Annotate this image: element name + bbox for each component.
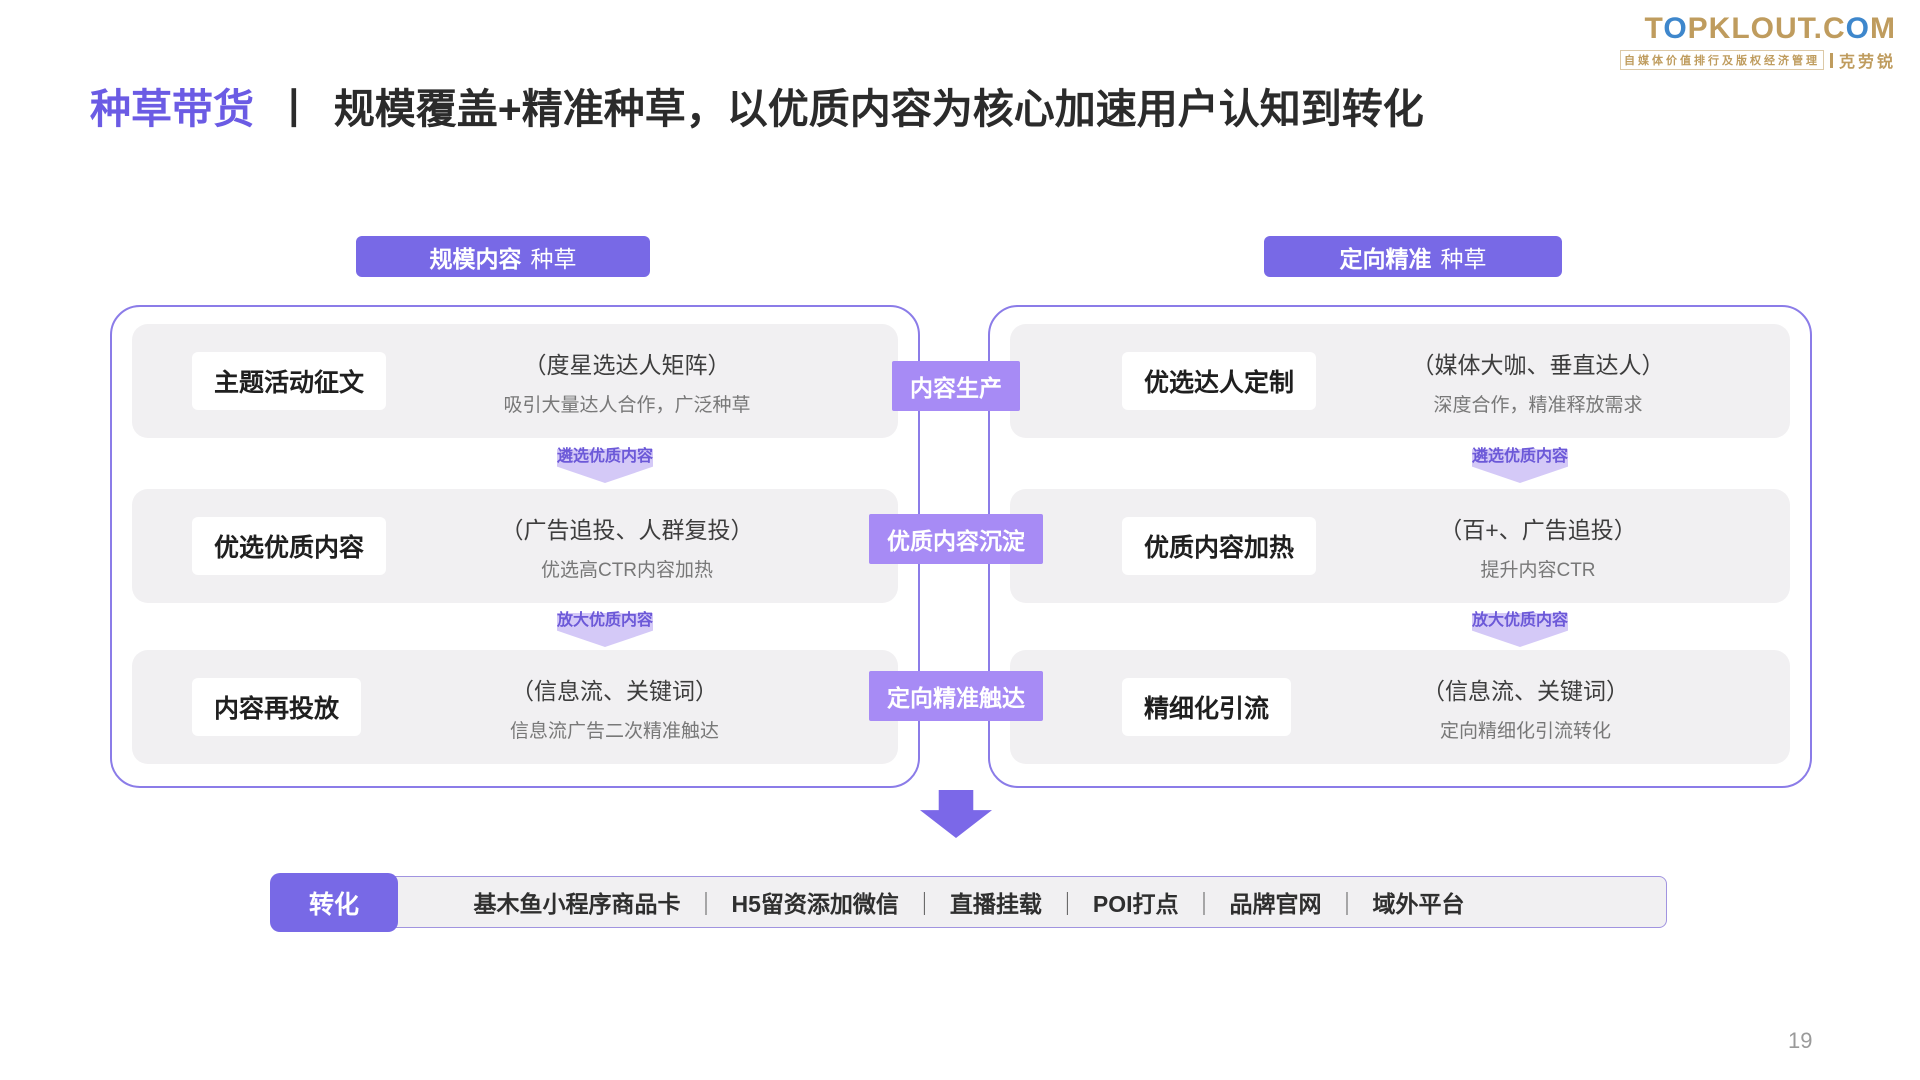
row-desc-line1: （信息流、关键词） — [1422, 677, 1629, 704]
conversion-item: 直播挂载 — [949, 891, 1042, 917]
row-label: 精细化引流 — [1122, 678, 1292, 736]
row-desc-line2: 优选高CTR内容加热 — [540, 559, 714, 581]
row-label: 优质内容加热 — [1122, 517, 1317, 575]
topklout-logo: TOPKLOUT.COM 自媒体价值排行及版权经济管理 克劳锐 — [1619, 12, 1896, 72]
page-title: 种草带货 丨 规模覆盖+精准种草，以优质内容为核心加速用户认知到转化 — [90, 75, 1424, 135]
conversion-items: 基木鱼小程序商品卡 ｜ H5留资添加微信 ｜ 直播挂载 ｜ POI打点 ｜ 品牌官网 ｜ 域外平台 — [473, 885, 1464, 919]
right-row-1: 优选达人定制 （媒体大咖、垂直达人） 深度合作，精准释放需求 — [1010, 324, 1790, 438]
logo-blue-o: O — [1845, 12, 1870, 45]
left-row-1: 主题活动征文 （度星选达人矩阵） 吸引大量达人合作，广泛种草 — [132, 324, 898, 438]
conversion-item: H5留资添加微信 — [731, 891, 899, 917]
item-separator: ｜ — [1335, 891, 1359, 917]
right-row-2: 优质内容加热 （百+、广告追投） 提升内容CTR — [1010, 489, 1790, 603]
right-row-3: 精细化引流 （信息流、关键词） 定向精细化引流转化 — [1010, 650, 1790, 764]
badge-light-text: 种草 — [530, 245, 577, 272]
row-description: （度星选达人矩阵） 吸引大量达人合作，广泛种草 — [386, 346, 898, 417]
row-desc-line2: 吸引大量达人合作，广泛种草 — [503, 394, 751, 416]
row-description: （百+、广告追投） 提升内容CTR — [1316, 511, 1790, 582]
right-flow-container: 优选达人定制 （媒体大咖、垂直达人） 深度合作，精准释放需求 优质内容加热 （百… — [988, 305, 1812, 788]
row-label: 优选达人定制 — [1122, 352, 1317, 410]
row-desc-line2: 信息流广告二次精准触达 — [510, 720, 720, 742]
left-row-3: 内容再投放 （信息流、关键词） 信息流广告二次精准触达 — [132, 650, 898, 764]
step-arrow-text: 遴选优质内容 — [1471, 448, 1568, 465]
logo-divider — [1829, 52, 1833, 68]
page-number: 19 — [1788, 1028, 1813, 1053]
badge-bold-text: 规模内容 — [429, 245, 522, 272]
flow-label-content-settling: 优质内容沉淀 — [869, 514, 1043, 564]
item-separator: ｜ — [694, 891, 718, 917]
item-separator: ｜ — [1055, 891, 1079, 917]
row-desc-line1: （广告追投、人群复投） — [500, 516, 754, 543]
logo-subline: 自媒体价值排行及版权经济管理 克劳锐 — [1619, 48, 1896, 72]
row-description: （广告追投、人群复投） 优选高CTR内容加热 — [386, 511, 898, 582]
row-desc-line2: 提升内容CTR — [1480, 559, 1596, 581]
conversion-item: 基木鱼小程序商品卡 — [473, 891, 681, 917]
conversion-item: 域外平台 — [1372, 891, 1465, 917]
row-description: （信息流、关键词） 信息流广告二次精准触达 — [361, 672, 898, 743]
row-desc-line2: 定向精细化引流转化 — [1440, 720, 1612, 742]
conversion-bar: 转化 基木鱼小程序商品卡 ｜ H5留资添加微信 ｜ 直播挂载 ｜ POI打点 ｜ 品牌官网 ｜ 域外… — [270, 873, 1667, 932]
row-desc-line2: 深度合作，精准释放需求 — [1433, 394, 1643, 416]
step-arrow-right-2: 放大优质内容 — [1430, 606, 1610, 647]
row-desc-line1: （信息流、关键词） — [511, 677, 718, 704]
logo-tagline: 自媒体价值排行及版权经济管理 — [1619, 50, 1824, 70]
row-label: 优选优质内容 — [192, 517, 387, 575]
row-desc-line1: （百+、广告追投） — [1439, 516, 1637, 543]
badge-scale-content: 规模内容 种草 — [356, 236, 650, 277]
left-flow-container: 主题活动征文 （度星选达人矩阵） 吸引大量达人合作，广泛种草 优选优质内容 （广… — [110, 305, 920, 788]
row-description: （媒体大咖、垂直达人） 深度合作，精准释放需求 — [1316, 346, 1790, 417]
logo-blue-o: O — [1663, 12, 1688, 45]
logo-cn-name: 克劳锐 — [1838, 54, 1896, 71]
conversion-badge: 转化 — [270, 873, 398, 932]
row-label: 主题活动征文 — [192, 352, 387, 410]
title-accent: 种草带货 — [90, 86, 254, 132]
conversion-item: POI打点 — [1092, 891, 1179, 917]
badge-targeted-precise: 定向精准 种草 — [1264, 236, 1562, 277]
row-desc-line1: （度星选达人矩阵） — [523, 351, 731, 378]
title-separator: 丨 — [273, 86, 315, 132]
row-desc-line1: （媒体大咖、垂直达人） — [1411, 351, 1665, 378]
flow-label-content-production: 内容生产 — [892, 361, 1020, 411]
item-separator: ｜ — [1192, 891, 1216, 917]
logo-brand-text: TOPKLOUT.COM — [1644, 12, 1896, 45]
big-down-arrow-icon — [920, 790, 992, 838]
step-arrow-text: 放大优质内容 — [556, 612, 653, 629]
item-separator: ｜ — [912, 891, 936, 917]
badge-light-text: 种草 — [1440, 245, 1487, 272]
step-arrow-text: 遴选优质内容 — [556, 448, 653, 465]
left-row-2: 优选优质内容 （广告追投、人群复投） 优选高CTR内容加热 — [132, 489, 898, 603]
conversion-item: 品牌官网 — [1229, 891, 1322, 917]
row-label: 内容再投放 — [192, 678, 362, 736]
flow-label-precise-reach: 定向精准触达 — [869, 671, 1043, 721]
step-arrow-right-1: 遴选优质内容 — [1430, 442, 1610, 483]
title-main: 规模覆盖+精准种草，以优质内容为核心加速用户认知到转化 — [333, 86, 1424, 132]
step-arrow-left-1: 遴选优质内容 — [515, 442, 695, 483]
step-arrow-text: 放大优质内容 — [1471, 612, 1568, 629]
badge-bold-text: 定向精准 — [1339, 245, 1432, 272]
row-description: （信息流、关键词） 定向精细化引流转化 — [1291, 672, 1790, 743]
step-arrow-left-2: 放大优质内容 — [515, 606, 695, 647]
